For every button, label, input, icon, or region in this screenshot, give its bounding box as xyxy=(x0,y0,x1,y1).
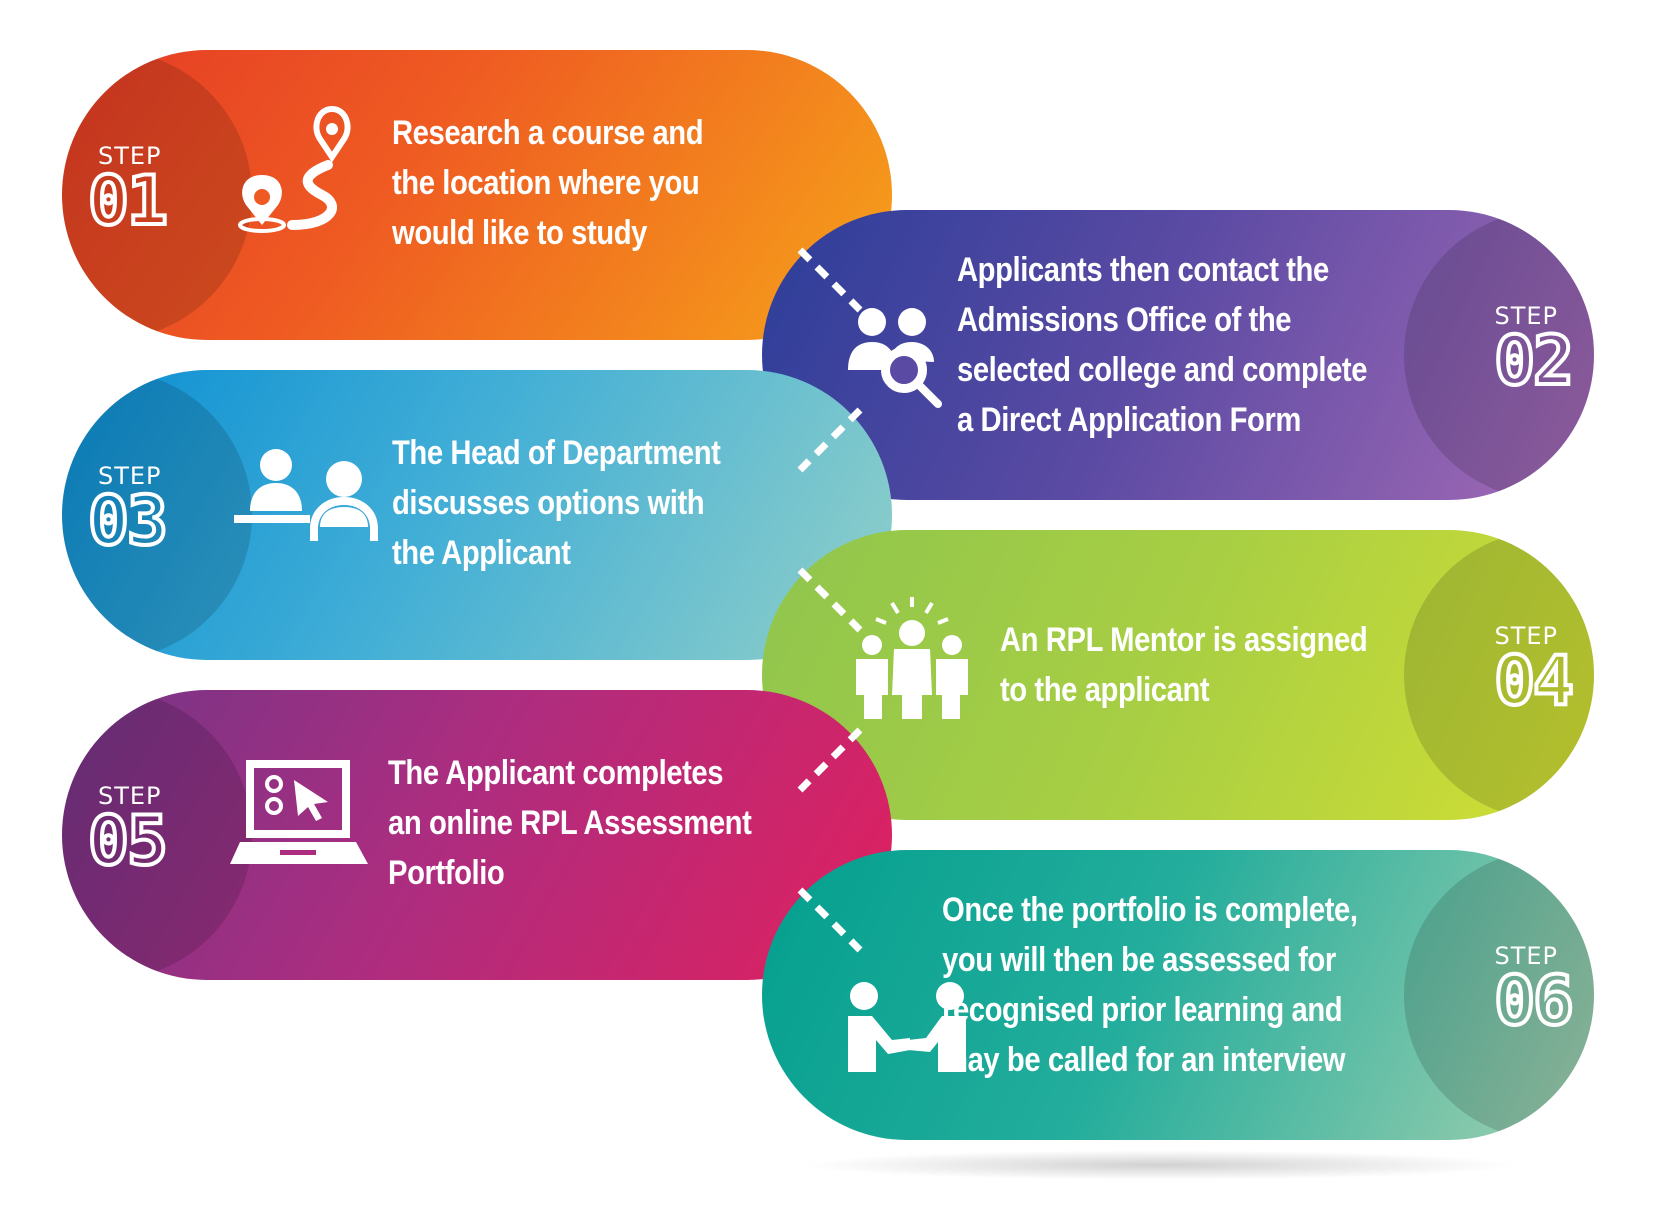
location-route-icon xyxy=(232,105,362,235)
step-2-line: selected college and complete xyxy=(957,351,1368,389)
step-2-text: Applicants then contact the Admissions O… xyxy=(957,245,1367,445)
step-3-text: The Head of Department discusses options… xyxy=(392,428,721,578)
meeting-icon xyxy=(232,445,382,555)
step-3-line: The Head of Department xyxy=(392,434,721,472)
step-4-label: STEP xyxy=(1494,622,1558,650)
step-5-card: STEP 05 The Applicant completes an onlin… xyxy=(62,690,892,980)
step-5-line: The Applicant completes xyxy=(388,754,724,792)
step-5-line: Portfolio xyxy=(388,854,505,892)
step-3-label: STEP xyxy=(98,462,162,490)
step-1-line: would like to study xyxy=(392,214,648,252)
step-2-line: a Direct Application Form xyxy=(957,401,1301,439)
step-5-number: 05 xyxy=(86,802,170,881)
step-6-line: recognised prior learning and xyxy=(942,991,1343,1029)
step-2-line: Admissions Office of the xyxy=(957,301,1292,339)
step-4-card: STEP 04 An RPL Mentor is assigned to the… xyxy=(762,530,1594,820)
step-2-line: Applicants then contact the xyxy=(957,251,1329,289)
step-5-line: an online RPL Assessment xyxy=(388,804,752,842)
handshake-icon xyxy=(842,980,972,1080)
step-6-text: Once the portfolio is complete, you will… xyxy=(942,885,1358,1085)
step-6-line: you will then be assessed for xyxy=(942,941,1336,979)
laptop-icon xyxy=(230,760,370,870)
step-6-line: Once the portfolio is complete, xyxy=(942,891,1358,929)
mentor-group-icon xyxy=(852,595,972,725)
step-1-line: Research a course and xyxy=(392,114,704,152)
step-3-line: discusses options with xyxy=(392,484,705,522)
step-4-number: 04 xyxy=(1492,642,1576,721)
step-1-line: the location where you xyxy=(392,164,700,202)
step-2-card: STEP 02 Applicants then contact the Admi… xyxy=(762,210,1594,500)
step-1-number: 01 xyxy=(86,162,170,241)
step-6-label: STEP xyxy=(1494,942,1558,970)
step-2-number: 02 xyxy=(1492,322,1576,401)
step-6-number: 06 xyxy=(1492,962,1576,1041)
people-search-icon xyxy=(842,300,952,410)
step-2-label: STEP xyxy=(1494,302,1558,330)
step-6-card: STEP 06 Once the portfolio is complete, … xyxy=(762,850,1594,1140)
step-1-text: Research a course and the location where… xyxy=(392,108,704,258)
step-4-line: to the applicant xyxy=(1000,671,1210,709)
step-6-line: may be called for an interview xyxy=(942,1041,1346,1079)
step-5-label: STEP xyxy=(98,782,162,810)
step-3-card: STEP 03 The Head of Department discusses… xyxy=(62,370,892,660)
step-3-number: 03 xyxy=(86,482,170,561)
step-1-card: STEP 01 Research a course and the locati… xyxy=(62,50,892,340)
card-shadow xyxy=(800,1150,1520,1180)
step-3-line: the Applicant xyxy=(392,534,571,572)
step-4-line: An RPL Mentor is assigned xyxy=(1000,621,1368,659)
step-4-text: An RPL Mentor is assigned to the applica… xyxy=(1000,615,1368,715)
step-1-label: STEP xyxy=(98,142,162,170)
step-5-text: The Applicant completes an online RPL As… xyxy=(388,748,752,898)
